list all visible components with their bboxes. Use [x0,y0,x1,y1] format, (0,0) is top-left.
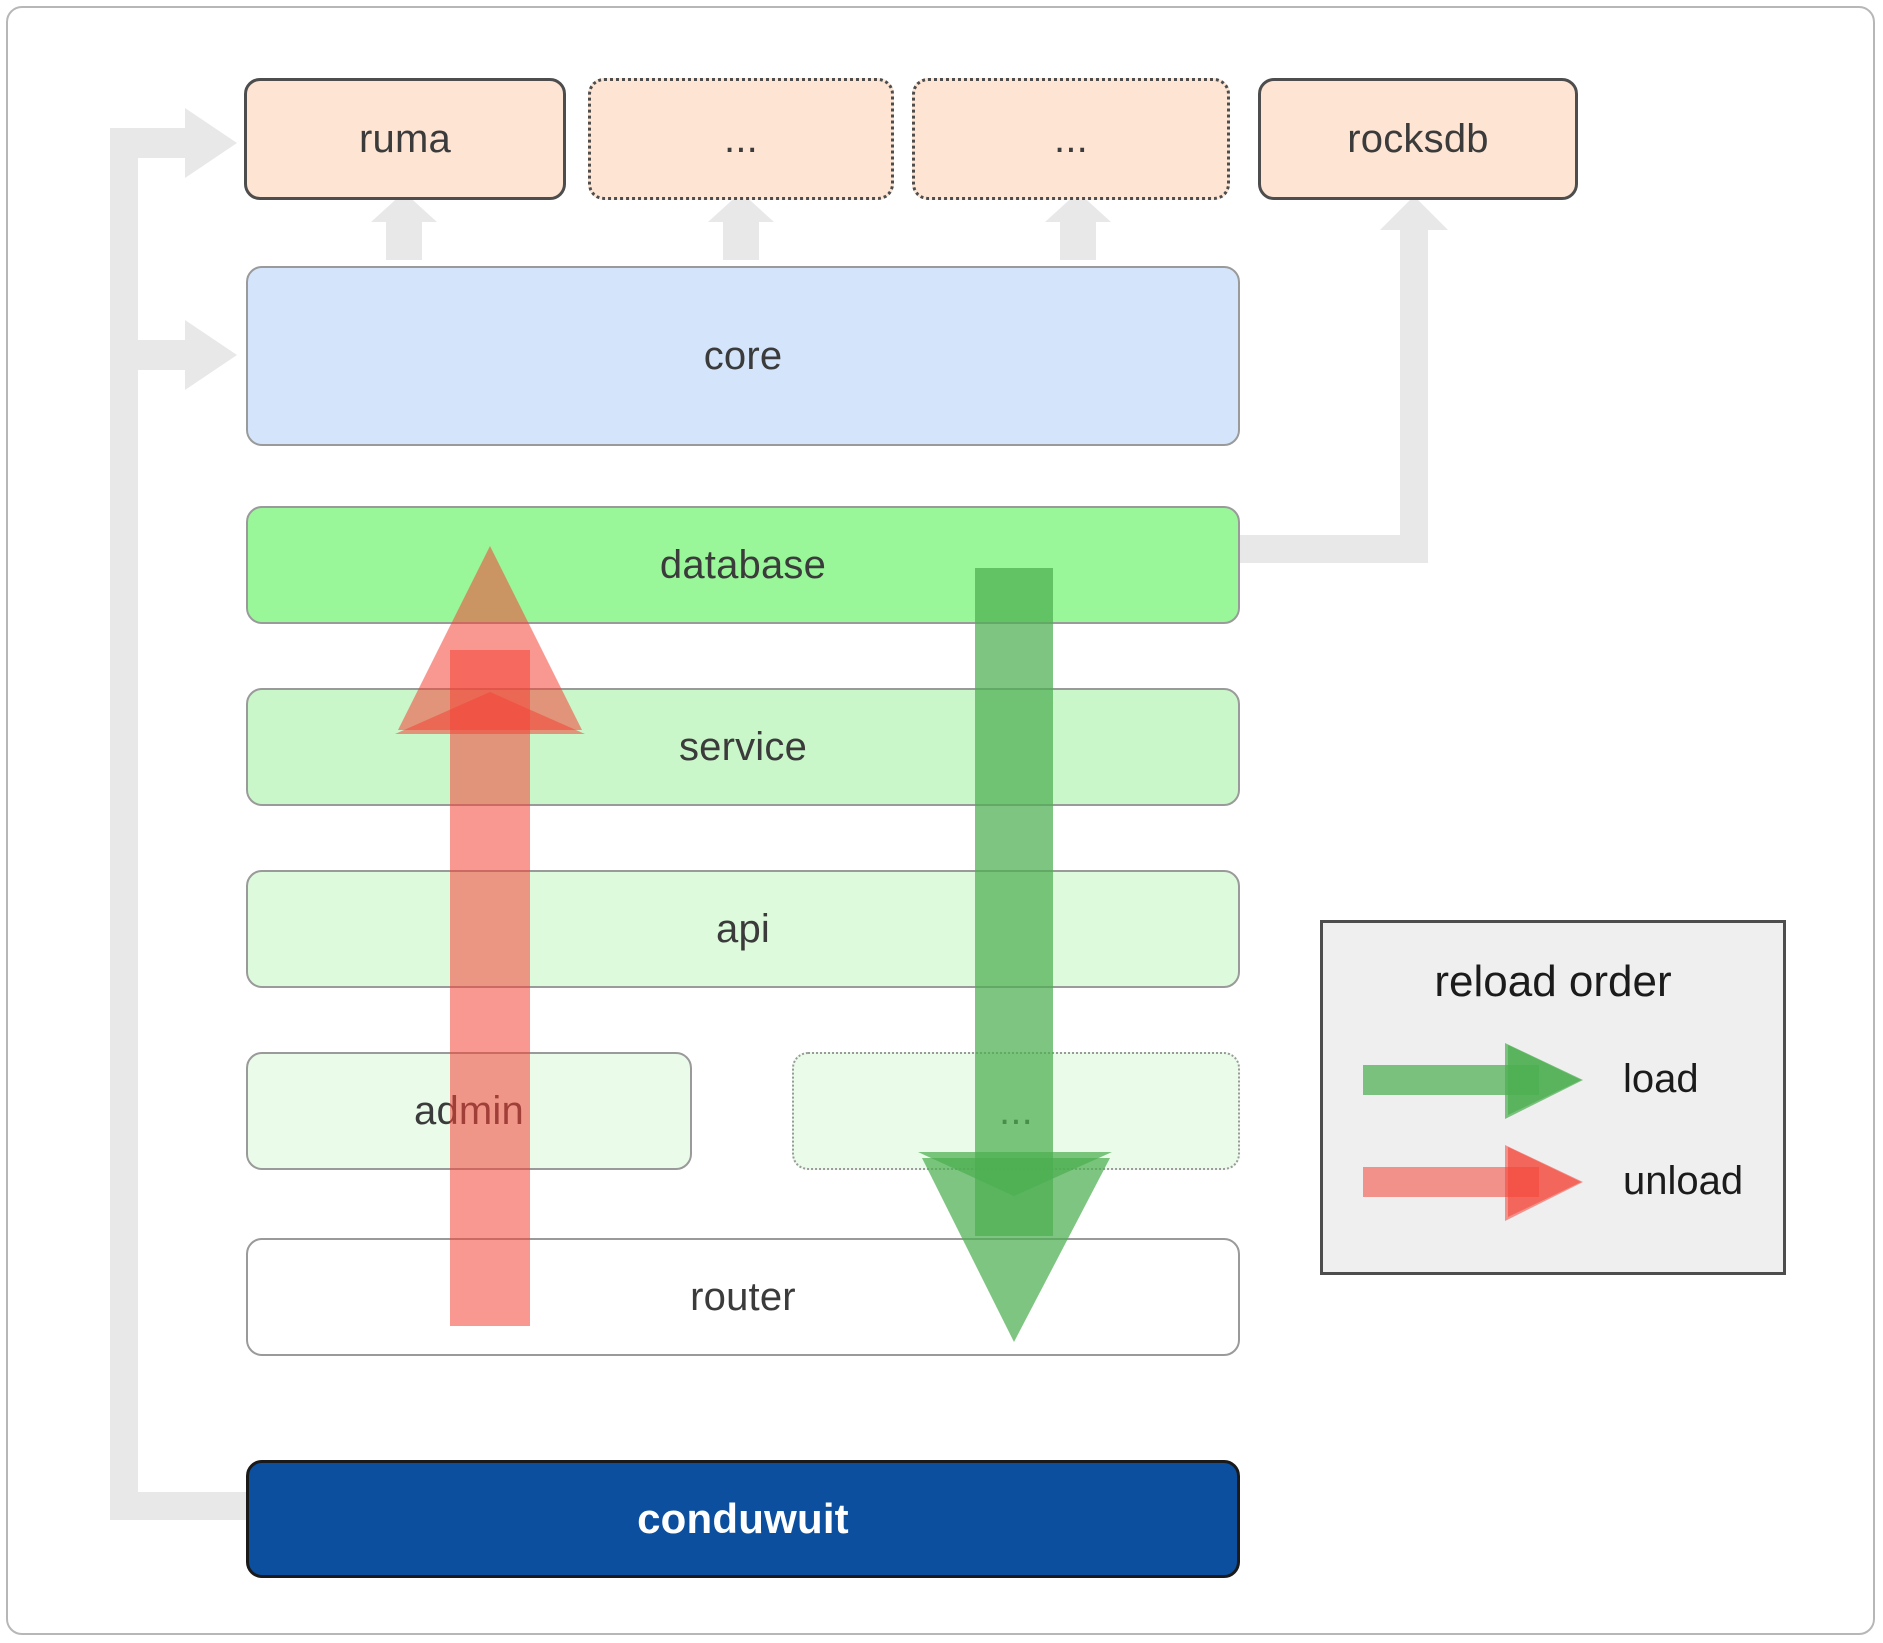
node-dep-ellipsis-2[interactable]: ... [912,78,1230,200]
node-dep-ellipsis-1[interactable]: ... [588,78,894,200]
node-router[interactable]: router [246,1238,1240,1356]
legend-label-unload: unload [1623,1159,1744,1203]
legend-arrow-load [1363,1043,1583,1119]
node-core[interactable]: core [246,266,1240,446]
diagram-frame [6,6,1875,1635]
node-label: router [690,1274,796,1319]
legend-panel: reload order load unload [1320,920,1786,1275]
node-api[interactable]: api [246,870,1240,988]
node-label: service [678,724,808,769]
node-label: core [703,333,783,378]
node-service[interactable]: service [246,688,1240,806]
node-label: database [659,542,827,587]
node-label: ... [999,1088,1033,1133]
node-label: api [716,906,770,951]
legend-title: reload order [1434,957,1672,1006]
node-conduwuit[interactable]: conduwuit [246,1460,1240,1578]
node-database[interactable]: database [246,506,1240,624]
node-rocksdb[interactable]: rocksdb [1258,78,1578,200]
node-label: admin [414,1088,524,1133]
node-label: rocksdb [1347,116,1489,161]
node-layer-ellipsis[interactable]: ... [792,1052,1240,1170]
node-ruma[interactable]: ruma [244,78,566,200]
legend-arrow-unload [1363,1145,1583,1221]
legend-label-load: load [1623,1057,1699,1101]
node-label: ... [1054,116,1088,161]
node-label: ruma [359,116,451,161]
node-admin[interactable]: admin [246,1052,692,1170]
node-label: conduwuit [637,1495,849,1542]
node-label: ... [724,116,758,161]
